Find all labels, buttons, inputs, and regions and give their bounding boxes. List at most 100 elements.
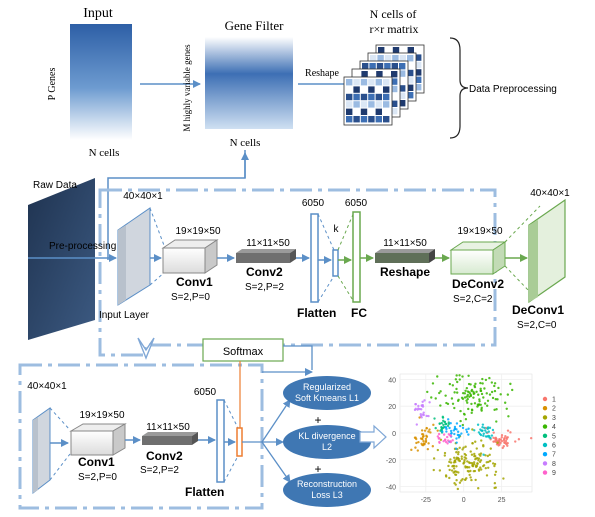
scatter-point-cluster-3 <box>469 476 472 479</box>
scatter-point-cluster-3 <box>484 466 487 470</box>
scatter-point-cluster-3 <box>477 457 481 460</box>
scatter-point-cluster-9 <box>437 432 441 436</box>
autoencoder-section: Raw Data Pre-processing 40×40×1 Input La… <box>28 178 570 357</box>
cluster-flatten-bar <box>216 399 225 483</box>
scatter-point-cluster-5 <box>443 420 447 423</box>
scatter-point-cluster-2 <box>415 441 418 445</box>
reshape-box-side <box>429 249 435 263</box>
scatter-point-cluster-4 <box>461 391 465 395</box>
scatter-point-cluster-3 <box>452 471 455 474</box>
scatter-point-cluster-4 <box>426 390 429 394</box>
scatter-point-cluster-4 <box>495 408 498 411</box>
scatter-point-cluster-1 <box>506 429 510 432</box>
scatter-point-cluster-3 <box>448 476 451 480</box>
scatter-points <box>410 374 533 491</box>
scatter-point-cluster-9 <box>451 439 454 442</box>
scatter-point-cluster-4 <box>431 382 435 385</box>
scatter-point-cluster-4 <box>467 374 470 377</box>
scatter-point-cluster-2 <box>422 440 425 443</box>
scatter-legend-label: 5 <box>552 433 556 440</box>
scatter-legend-label: 1 <box>552 397 556 404</box>
scatter-point-cluster-4 <box>506 393 510 396</box>
scatter-point-cluster-7 <box>456 430 460 433</box>
down-chevron-arrow <box>137 337 155 360</box>
scatter-point-cluster-5 <box>441 416 445 419</box>
cell-matrix-pixel <box>407 84 414 91</box>
scatter-point-cluster-4 <box>481 377 484 381</box>
filtered-matrix <box>205 37 293 129</box>
loss1-line1: Regularized <box>303 382 351 392</box>
scatter-point-cluster-1 <box>492 431 495 434</box>
preprocessing-section: Input P Genes N cells Gene Filter M high… <box>47 6 557 260</box>
scatter-point-cluster-4 <box>494 398 497 401</box>
clustering-dashed-frame <box>18 363 264 510</box>
conv2-params-label: S=2,P=2 <box>245 282 284 293</box>
scatter-point-cluster-6 <box>473 429 476 432</box>
cluster-flatten-label: Flatten <box>185 485 224 499</box>
scatter-y-tick-label: -40 <box>386 485 396 492</box>
scatter-point-cluster-3 <box>449 458 452 461</box>
scatter-point-cluster-4 <box>474 382 477 386</box>
scatter-point-cluster-3 <box>488 453 491 457</box>
scatter-point-cluster-2 <box>429 431 432 434</box>
scatter-point-cluster-3 <box>450 469 454 472</box>
scatter-point-cluster-2 <box>413 436 417 439</box>
scatter-point-cluster-4 <box>434 397 437 400</box>
scatter-point-cluster-8 <box>417 404 420 408</box>
cell-matrix-pixel <box>383 71 390 78</box>
scatter-point-cluster-5 <box>442 423 445 427</box>
scatter-point-cluster-7 <box>461 426 465 430</box>
scatter-point-cluster-1 <box>514 440 517 443</box>
scatter-point-cluster-3 <box>432 468 435 472</box>
cell-matrix-pixel <box>383 79 390 86</box>
scatter-point-cluster-1 <box>500 434 504 437</box>
scatter-point-cluster-4 <box>451 402 455 405</box>
reshape-label: Reshape <box>305 68 339 79</box>
data-preprocessing-label: Data Preprocessing <box>469 84 557 95</box>
scatter-point-cluster-8 <box>428 401 431 404</box>
scatter-point-cluster-4 <box>475 390 478 393</box>
scatter-point-cluster-4 <box>439 404 442 407</box>
scatter-point-cluster-7 <box>455 437 458 440</box>
scatter-point-cluster-4 <box>472 396 475 399</box>
scatter-point-cluster-7 <box>445 430 448 433</box>
scatter-point-cluster-9 <box>438 437 441 440</box>
scatter-point-cluster-4 <box>463 396 467 399</box>
scatter-point-cluster-4 <box>445 401 448 405</box>
cell-matrix-pixel <box>392 55 399 62</box>
cluster-flatten-dim-label: 6050 <box>194 387 217 398</box>
scatter-point-cluster-5 <box>440 421 443 425</box>
scatter-point-cluster-1 <box>500 436 503 439</box>
scatter-point-cluster-9 <box>449 440 452 443</box>
cell-matrix-pixel <box>415 54 422 61</box>
softmax-box <box>202 338 284 362</box>
scatter-point-cluster-4 <box>497 386 500 390</box>
scatter-point-cluster-3 <box>457 471 460 474</box>
rxr-matrix-label: r×r matrix <box>369 22 418 36</box>
scatter-point-cluster-3 <box>468 473 471 477</box>
scatter-point-cluster-7 <box>441 430 444 433</box>
scatter-point-cluster-7 <box>458 434 461 437</box>
scatter-point-cluster-9 <box>446 439 450 442</box>
scatter-point-cluster-4 <box>463 392 467 395</box>
scatter-point-cluster-3 <box>472 469 476 473</box>
scatter-point-cluster-8 <box>422 411 425 414</box>
deconv2-box-front <box>450 249 494 275</box>
loss1-line2: Soft Kmeans L1 <box>295 393 359 403</box>
cell-matrix-pixel <box>399 70 406 77</box>
scatter-point-cluster-3 <box>466 466 469 469</box>
scatter-point-cluster-3 <box>454 473 457 476</box>
scatter-point-cluster-4 <box>462 412 466 416</box>
scatter-point-cluster-4 <box>479 389 483 393</box>
scatter-point-cluster-6 <box>480 429 483 432</box>
scatter-point-cluster-9 <box>442 433 446 436</box>
scatter-point-cluster-3 <box>493 462 497 466</box>
scatter-point-cluster-3 <box>464 457 468 460</box>
scatter-point-cluster-3 <box>460 455 463 458</box>
reshape-box <box>375 249 435 253</box>
scatter-point-cluster-4 <box>503 401 507 404</box>
scatter-point-cluster-4 <box>505 407 508 410</box>
cell-matrix-pixel <box>346 108 353 115</box>
scatter-legend-swatch <box>542 424 548 429</box>
scatter-point-cluster-3 <box>436 448 440 452</box>
